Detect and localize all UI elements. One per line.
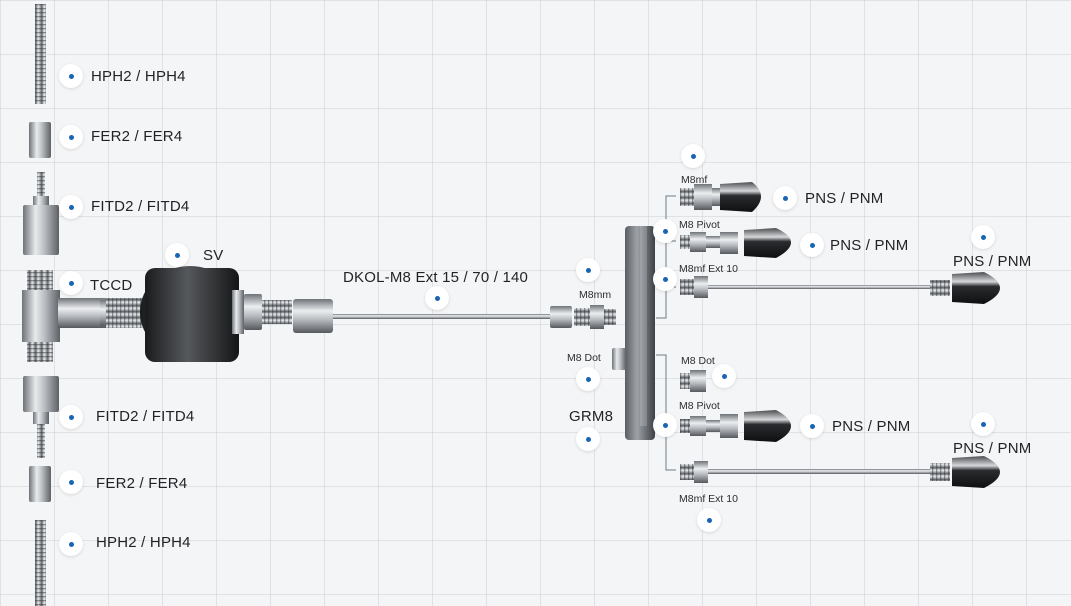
hotspot-grm8-top[interactable] — [653, 219, 677, 243]
hotspot-m8mf[interactable] — [681, 144, 705, 168]
hotspot-grm8[interactable] — [576, 427, 600, 451]
hotspot-fitd-bottom[interactable] — [59, 405, 83, 429]
label-pns-4: PNS / PNM — [832, 418, 911, 435]
hotspot-dot — [809, 242, 815, 248]
hotspot-dot — [68, 479, 74, 485]
hotspot-dot — [585, 436, 591, 442]
hotspot-dot — [68, 204, 74, 210]
hotspot-pns-2[interactable] — [800, 233, 824, 257]
hotspot-dot — [434, 295, 440, 301]
hotspot-dot — [662, 276, 668, 282]
hotspot-fitd-top[interactable] — [59, 195, 83, 219]
label-m8dot-right: M8 Dot — [681, 355, 715, 367]
label-fer-bottom: FER2 / FER4 — [96, 475, 188, 492]
m8pivot-outlet-bottom — [680, 410, 791, 442]
label-m8mf: M8mf — [681, 174, 708, 186]
hotspot-dot — [585, 376, 591, 382]
hotspot-pns-1[interactable] — [773, 186, 797, 210]
hotspot-pns-5[interactable] — [971, 412, 995, 436]
label-hph-bottom: HPH2 / HPH4 — [96, 534, 191, 551]
hph-tube-top — [35, 4, 46, 104]
label-grm8: GRM8 — [569, 408, 614, 425]
hotspot-dot — [174, 252, 180, 258]
hotspot-grm8-low[interactable] — [653, 413, 677, 437]
label-tccd: TCCD — [90, 277, 133, 294]
hotspot-m8mf-ext10-bottom[interactable] — [697, 508, 721, 532]
m8mm-adapter — [574, 305, 616, 329]
hotspot-grm8-mid[interactable] — [653, 267, 677, 291]
m8mf-ext10-outlet-top — [680, 272, 1000, 304]
label-fitd-top: FITD2 / FITD4 — [91, 198, 190, 215]
label-m8mf-ext10-bottom: M8mf Ext 10 — [679, 493, 738, 505]
fitd-fitting-bottom — [23, 376, 59, 458]
tccd-tee-fitting — [22, 270, 110, 362]
hotspot-dkol[interactable] — [425, 286, 449, 310]
label-pns-3: PNS / PNM — [953, 253, 1032, 270]
hotspot-pns-4[interactable] — [800, 414, 824, 438]
hotspot-hph-top[interactable] — [59, 64, 83, 88]
label-m8pivot-bottom: M8 Pivot — [679, 400, 720, 412]
hotspot-dot — [782, 195, 788, 201]
hotspot-sv[interactable] — [165, 243, 189, 267]
hotspot-dot — [68, 280, 74, 286]
label-pns-5: PNS / PNM — [953, 440, 1032, 457]
hotspot-dot — [980, 421, 986, 427]
hotspot-dot — [690, 153, 696, 159]
hotspot-hph-bottom[interactable] — [59, 532, 83, 556]
fer-ferrule-top — [29, 122, 51, 158]
m8pivot-outlet-top — [680, 228, 791, 258]
grm8-manifold — [612, 226, 655, 440]
hotspot-dot — [68, 414, 74, 420]
hotspot-fer-top[interactable] — [59, 125, 83, 149]
label-dkol: DKOL-M8 Ext 15 / 70 / 140 — [343, 269, 529, 286]
m8mf-outlet-top — [680, 182, 761, 212]
hotspot-dot — [662, 422, 668, 428]
hotspot-dot — [68, 541, 74, 547]
hotspot-dot — [585, 267, 591, 273]
hotspot-dot — [706, 517, 712, 523]
sv-valve — [106, 266, 292, 362]
fitd-fitting-top — [23, 172, 59, 255]
dkol-extension — [293, 299, 572, 333]
hotspot-dot — [809, 423, 815, 429]
label-sv: SV — [203, 247, 224, 264]
hotspot-dot — [68, 73, 74, 79]
hotspot-m8dot-right[interactable] — [712, 364, 736, 388]
hph-tube-bottom — [35, 520, 46, 606]
hotspot-dot — [721, 373, 727, 379]
hotspot-fer-bottom[interactable] — [59, 470, 83, 494]
label-hph-top: HPH2 / HPH4 — [91, 68, 186, 85]
hotspot-m8mm[interactable] — [576, 258, 600, 282]
hotspot-dot — [980, 234, 986, 240]
label-pns-1: PNS / PNM — [805, 190, 884, 207]
label-pns-2: PNS / PNM — [830, 237, 909, 254]
label-m8pivot-top: M8 Pivot — [679, 219, 720, 231]
hotspot-dot — [662, 228, 668, 234]
m8dot-outlet — [680, 370, 706, 392]
hotspot-dot — [68, 134, 74, 140]
hotspot-tccd[interactable] — [59, 271, 83, 295]
label-fitd-bottom: FITD2 / FITD4 — [96, 408, 195, 425]
m8mf-ext10-outlet-bottom — [680, 456, 1000, 488]
label-m8mf-ext10-top: M8mf Ext 10 — [679, 263, 738, 275]
label-m8mm: M8mm — [579, 289, 612, 301]
label-fer-top: FER2 / FER4 — [91, 128, 183, 145]
hotspot-m8dot-left[interactable] — [576, 367, 600, 391]
label-m8dot-left: M8 Dot — [567, 352, 601, 364]
hotspot-pns-3[interactable] — [971, 225, 995, 249]
fer-ferrule-bottom — [29, 466, 51, 502]
